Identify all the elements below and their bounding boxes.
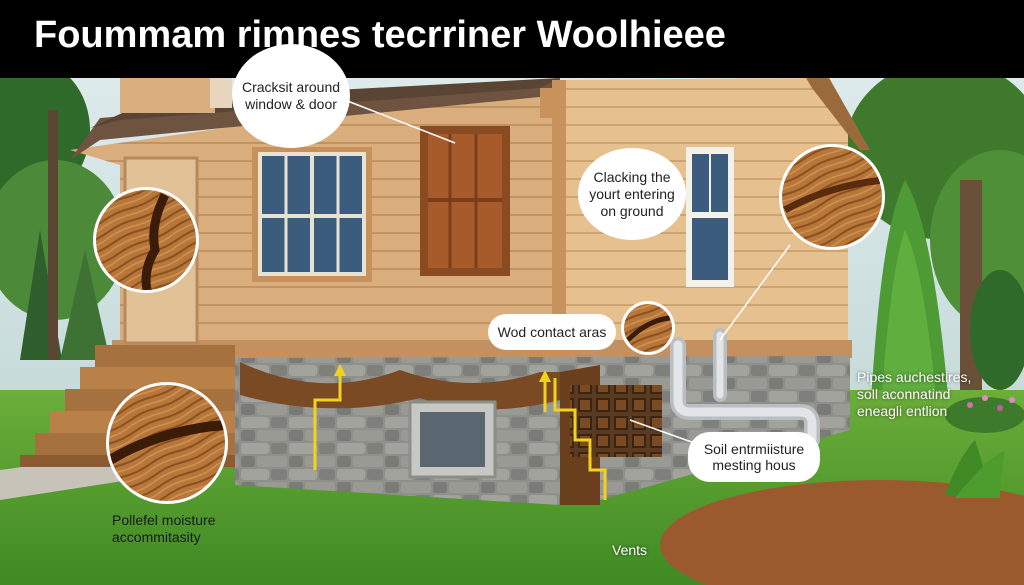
wood-crack-closeup [93, 187, 199, 293]
pipe-illustration [670, 328, 820, 448]
vent-grate [408, 400, 497, 479]
title-bar: Foummam rimnes tecrriner Woolhieee [0, 0, 1024, 78]
label-line: yourt entering [589, 185, 675, 202]
label-line: Pollefel moisture [112, 512, 216, 528]
label-line: mesting hous [712, 457, 796, 473]
label-moisture-accumulation: Pollefel moisture accommitasity [112, 512, 292, 546]
termite-damage-closeup [779, 144, 885, 250]
label-line: eneagli entlion [857, 403, 948, 419]
label-wood-contact: Wod contact aras [488, 314, 616, 350]
label-soil-moisture: Soil entrmiisture mesting hous [688, 432, 820, 482]
label-line: accommitasity [112, 529, 201, 545]
label-vents: Vents [612, 542, 648, 558]
background-trees-left [0, 60, 125, 360]
label-line: Soil entrmiisture [703, 441, 805, 457]
moisture-wood-closeup [106, 382, 228, 504]
bush [945, 440, 1005, 498]
label-line: Pipes auchestires, [857, 369, 972, 385]
label-cracks-window-door: Cracksit around window & door [232, 44, 350, 148]
label-line: window & door [245, 96, 337, 112]
label-line: Clacking the [593, 168, 671, 185]
label-line: Cracksit around [241, 79, 341, 95]
crawlspace-lattice [570, 385, 662, 457]
label-line: on ground [600, 202, 664, 219]
label-line: soll aconnatind [857, 386, 951, 402]
label-cracking-ground: Clacking the yourt entering on ground [578, 148, 686, 240]
background-trees-right [845, 60, 1024, 420]
pointer-lines [344, 99, 791, 446]
flower-bed [945, 395, 1024, 433]
page-title: Foummam rimnes tecrriner Woolhieee [34, 14, 726, 56]
dirt-patch [660, 480, 1024, 585]
label-pipes: Pipes auchestires, soll aconnatind eneag… [857, 369, 1017, 420]
callout-arrows [313, 364, 607, 500]
wood-contact-closeup [621, 301, 675, 355]
